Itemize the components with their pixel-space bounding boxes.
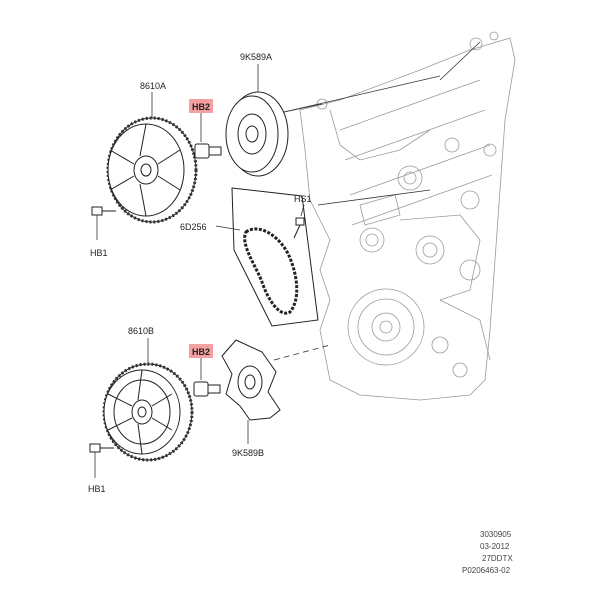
timing-chain	[243, 227, 299, 315]
highlight-hb2-upper	[189, 99, 213, 113]
label-hb2-lower: HB2	[192, 347, 210, 357]
leader-6d256	[215, 225, 241, 231]
bolt-hb2-lower	[193, 381, 221, 397]
bolt-hb1-lower	[89, 443, 114, 453]
bolt-hb1-upper	[91, 206, 116, 216]
engine-block-illustration	[299, 31, 516, 401]
cam-gear-lower	[102, 362, 194, 462]
ref-line-3: 27DDTX	[482, 554, 513, 563]
label-8610b: 8610B	[128, 326, 154, 336]
label-9k589b: 9K589B	[232, 448, 264, 458]
ref-line-2: 03-2012	[480, 542, 510, 551]
leader-lines	[273, 41, 481, 361]
label-hb1-upper: HB1	[90, 248, 108, 258]
hub-upper	[225, 91, 289, 177]
label-8610a: 8610A	[140, 81, 166, 91]
ref-line-4: P0206463-02	[462, 566, 511, 575]
label-6d256: 6D256	[180, 222, 207, 232]
label-hs1: HS1	[294, 194, 312, 204]
hub-lower	[221, 339, 281, 421]
label-hb1-lower: HB1	[88, 484, 106, 494]
label-9k589a: 9K589A	[240, 52, 272, 62]
cam-gear-upper	[106, 116, 198, 224]
ref-line-1: 3030905	[480, 530, 512, 539]
highlight-hb2-lower	[189, 344, 213, 358]
screw-hs1	[293, 217, 305, 239]
leader-hs1	[300, 204, 305, 217]
label-hb2-upper: HB2	[192, 102, 210, 112]
bolt-hb2-upper	[194, 143, 222, 159]
